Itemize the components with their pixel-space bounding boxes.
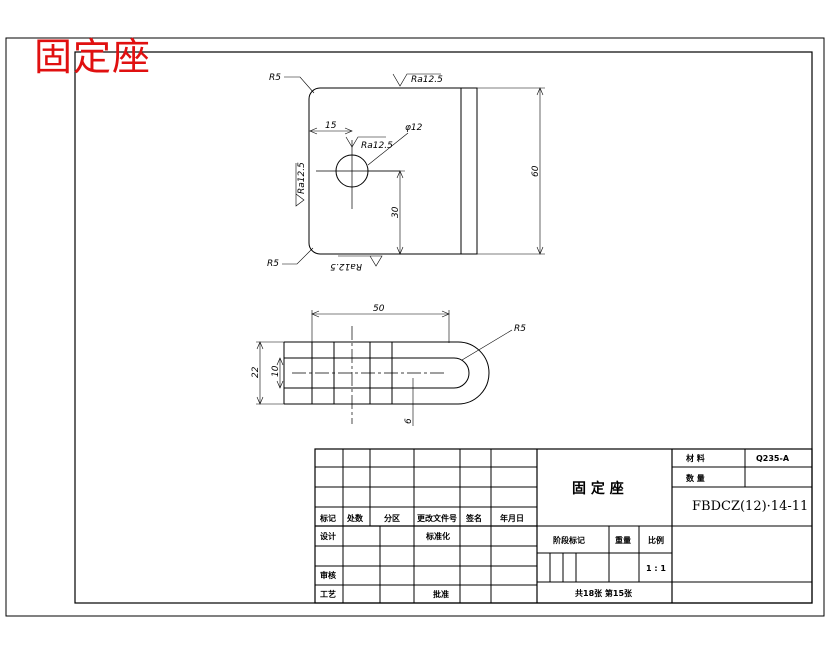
header-signature: 签名 xyxy=(465,513,482,523)
sheets-text: 共18张 第15张 xyxy=(575,588,633,598)
review-label: 审核 xyxy=(320,570,336,580)
label-roughness-top: Ra12.5 xyxy=(411,75,443,85)
top-view-outline xyxy=(308,87,478,255)
section-inner-slot xyxy=(283,357,470,389)
material-value: Q235-A xyxy=(756,454,790,463)
section-view xyxy=(256,310,513,426)
label-dim-50: 50 xyxy=(373,304,385,314)
label-dim-phi12: φ12 xyxy=(405,123,423,133)
header-date: 年月日 xyxy=(500,513,524,523)
design-label: 设计 xyxy=(320,531,336,541)
label-dim-15: 15 xyxy=(325,121,337,131)
label-dim-6: 6 xyxy=(404,418,414,424)
label-dim-22: 22 xyxy=(251,366,261,378)
drawing-number: FBDCZ(12)·14-11 xyxy=(692,499,808,514)
header-mark: 标记 xyxy=(319,513,336,523)
label-roughness-hole: Ra12.5 xyxy=(361,141,393,151)
process-label: 工艺 xyxy=(320,589,336,599)
header-count: 处数 xyxy=(346,513,364,523)
material-label: 材 料 xyxy=(686,453,705,463)
stage-mark-label: 阶段标记 xyxy=(553,535,585,545)
label-dim-10: 10 xyxy=(271,365,281,377)
quantity-label: 数 量 xyxy=(686,473,705,483)
standardize-label: 标准化 xyxy=(425,531,450,541)
section-outer-bend xyxy=(284,341,490,405)
label-roughness-bottom: Ra12.5 xyxy=(330,261,362,271)
label-r5-section: R5 xyxy=(514,324,526,334)
label-roughness-left: Ra12.5 xyxy=(297,162,307,194)
outer-border xyxy=(5,37,825,617)
top-view xyxy=(282,73,545,267)
drawing-title: 固定座 xyxy=(34,35,152,79)
label-r5-top: R5 xyxy=(269,73,281,83)
label-dim-60: 60 xyxy=(531,165,541,177)
label-dim-30: 30 xyxy=(391,206,401,218)
part-name: 固 定 座 xyxy=(572,480,624,497)
title-block xyxy=(314,448,813,604)
scale-value: 1 : 1 xyxy=(646,564,666,573)
approve-label: 批准 xyxy=(433,589,449,599)
scale-label: 比例 xyxy=(648,535,664,545)
header-zone: 分区 xyxy=(384,513,400,523)
header-change-doc: 更改文件号 xyxy=(417,513,457,523)
label-r5-bottom: R5 xyxy=(267,259,279,269)
weight-label: 重量 xyxy=(615,535,631,545)
